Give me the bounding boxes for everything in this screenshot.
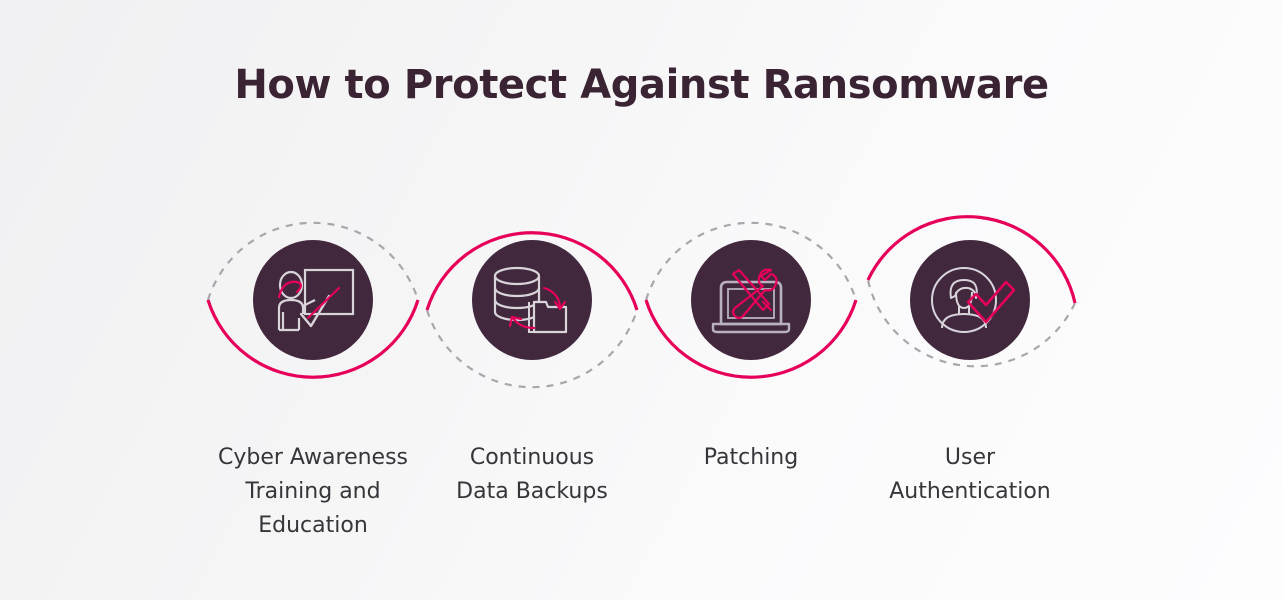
step-label-2: Continuous Data Backups — [403, 441, 661, 509]
laptop-tools-icon — [711, 268, 791, 334]
icon-disc-2 — [472, 240, 592, 360]
ring-3 — [641, 185, 861, 415]
ring-solid-arc-3 — [644, 299, 858, 379]
step-item-3: Patching — [636, 185, 866, 585]
ring-1 — [203, 185, 423, 415]
icon-disc-4 — [910, 240, 1030, 360]
step-item-2: Continuous Data Backups — [417, 185, 647, 585]
step-label-line: Patching — [703, 445, 799, 470]
ring-solid-arc-2 — [425, 231, 639, 311]
teacher-whiteboard-icon — [277, 268, 355, 332]
ring-4 — [860, 185, 1080, 415]
step-label-line: User — [944, 445, 996, 470]
step-label-line: Continuous — [469, 445, 595, 470]
ring-arcs-3 — [644, 221, 858, 379]
icon-disc-1 — [253, 240, 373, 360]
step-label-line: Cyber Awareness — [217, 445, 409, 470]
icon-disc-3 — [691, 240, 811, 360]
ring-dashed-arc-2 — [425, 309, 639, 389]
step-label-line: Data Backups — [456, 479, 608, 505]
ring-solid-arc-1 — [206, 299, 420, 379]
database-folder-sync-icon — [493, 266, 568, 334]
ring-dashed-arc-1 — [206, 221, 420, 301]
steps-container: Cyber Awareness Training and Education — [0, 185, 1283, 585]
step-item-1: Cyber Awareness Training and Education — [198, 185, 428, 585]
step-label-4: User Authentication — [841, 441, 1099, 509]
ring-arcs-2 — [425, 231, 639, 389]
step-label-1: Cyber Awareness Training and Education — [184, 441, 442, 543]
step-label-3: Patching — [622, 441, 880, 475]
ring-2 — [422, 185, 642, 415]
ring-arcs-1 — [206, 221, 420, 379]
ring-arcs-4 — [866, 215, 1077, 368]
step-item-4: User Authentication — [855, 185, 1085, 585]
step-label-line: Education — [258, 513, 368, 539]
ring-dashed-arc-3 — [644, 221, 858, 301]
page-title: How to Protect Against Ransomware — [234, 62, 1049, 108]
step-label-line: Authentication — [889, 479, 1051, 505]
user-check-icon — [931, 267, 1016, 333]
step-label-line: Training and — [245, 479, 381, 505]
ring-solid-arc-4 — [866, 215, 1077, 304]
